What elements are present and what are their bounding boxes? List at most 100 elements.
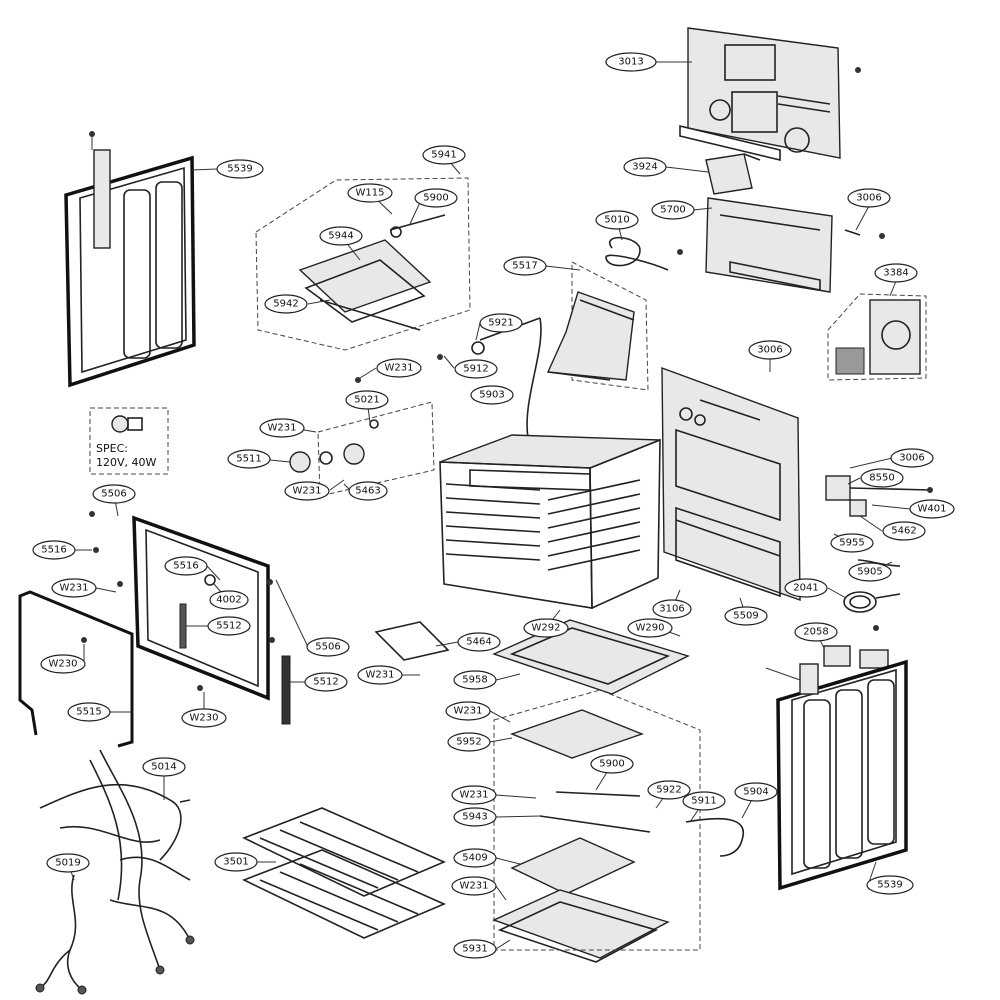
- callout-5921: 5921: [479, 313, 523, 333]
- callout-label: 5014: [151, 762, 176, 773]
- callout-label: W292: [532, 623, 561, 634]
- callout-label: 3924: [632, 162, 657, 173]
- callout-W231: W231: [376, 358, 422, 378]
- callout-label: W230: [49, 659, 78, 670]
- callout-W230: W230: [181, 708, 227, 728]
- callout-label: W290: [636, 623, 665, 634]
- callout-3013: 3013: [605, 52, 657, 72]
- callout-label: 3006: [899, 453, 924, 464]
- duct-part: [546, 261, 649, 391]
- sensor-cord-part: [605, 236, 683, 271]
- broil-element-assembly: [255, 177, 541, 383]
- callout-label: 5958: [462, 675, 487, 686]
- callout-label: W231: [460, 790, 489, 801]
- callout-label: 5506: [101, 489, 126, 500]
- callout-label: 3384: [883, 268, 908, 279]
- callout-label: 5512: [216, 621, 241, 632]
- callout-W231: W231: [357, 665, 403, 685]
- callout-W231: W231: [259, 418, 305, 438]
- callout-2041: 2041: [784, 578, 828, 598]
- callout-W231: W231: [451, 876, 497, 896]
- callout-5944: 5944: [319, 226, 363, 246]
- callout-label: 5905: [857, 567, 882, 578]
- callout-5943: 5943: [453, 807, 497, 827]
- callout-label: 5512: [313, 677, 338, 688]
- side-panel-right-part: [765, 659, 908, 891]
- callout-W231: W231: [51, 578, 97, 598]
- callout-W401: W401: [909, 499, 955, 519]
- oven-racks: [241, 807, 447, 939]
- callout-label: 5904: [743, 787, 768, 798]
- callout-5515: 5515: [67, 702, 111, 722]
- callout-5911: 5911: [682, 791, 726, 811]
- callout-label: 5700: [660, 205, 685, 216]
- callout-W230: W230: [40, 654, 86, 674]
- callout-8550: 8550: [860, 468, 904, 488]
- control-panel-part: [705, 197, 885, 293]
- callout-5511: 5511: [227, 449, 271, 469]
- front-frame-part: [81, 511, 291, 725]
- callout-5952: 5952: [447, 732, 491, 752]
- oven-cavity-part: [439, 434, 661, 610]
- callout-5912: 5912: [454, 359, 498, 379]
- callout-label: 5539: [227, 164, 252, 175]
- side-panel-left-part: [64, 131, 196, 388]
- electrical-components: [825, 475, 933, 613]
- callout-label: 5900: [599, 759, 624, 770]
- callout-label: W231: [268, 423, 297, 434]
- callout-label: W230: [190, 713, 219, 724]
- callout-label: 5019: [55, 858, 80, 869]
- callout-5958: 5958: [453, 670, 497, 690]
- callout-label: 5021: [354, 395, 379, 406]
- callout-label: 5462: [891, 526, 916, 537]
- callout-5900: 5900: [414, 188, 458, 208]
- callout-label: 5900: [423, 193, 448, 204]
- callout-label: 5903: [479, 390, 504, 401]
- callout-5900: 5900: [590, 754, 634, 774]
- bottom-assembly: [374, 619, 745, 963]
- callout-5905: 5905: [848, 562, 892, 582]
- callout-W231: W231: [451, 785, 497, 805]
- callout-5462: 5462: [882, 521, 926, 541]
- callout-label: W115: [356, 188, 385, 199]
- callout-5942: 5942: [264, 294, 308, 314]
- callout-label: 5010: [604, 215, 629, 226]
- spec-box: SPEC: 120V, 40W: [89, 407, 169, 475]
- callout-label: 8550: [869, 473, 894, 484]
- callout-label: W231: [60, 583, 89, 594]
- callout-label: 5516: [41, 545, 66, 556]
- callout-label: 5463: [355, 486, 380, 497]
- callout-5505: 5506: [306, 637, 350, 657]
- callout-label: 2058: [803, 627, 828, 638]
- callout-label: 5931: [462, 944, 487, 955]
- callout-label: W231: [385, 363, 414, 374]
- callout-label: 3006: [757, 345, 782, 356]
- callout-label: 5464: [466, 637, 491, 648]
- bracket-2058: [823, 625, 889, 669]
- back-frame-part: [661, 366, 801, 601]
- spec-value: 120V, 40W: [96, 456, 157, 469]
- tube-part: [526, 317, 542, 439]
- callout-5539: 5539: [216, 159, 264, 179]
- callout-W290: W290: [627, 618, 673, 638]
- callout-label: 5912: [463, 364, 488, 375]
- callout-3006: 3006: [847, 188, 891, 208]
- callout-5539: 5539: [866, 875, 914, 895]
- callout-label: 3006: [856, 193, 881, 204]
- callout-label: 5942: [273, 299, 298, 310]
- callout-label: W231: [460, 881, 489, 892]
- callout-label: 5921: [488, 318, 513, 329]
- callout-5931: 5931: [453, 939, 497, 959]
- callout-3501: 3501: [214, 852, 258, 872]
- callout-5506: 5506: [92, 484, 136, 504]
- callout-5019: 5019: [46, 853, 90, 873]
- callout-5941: 5941: [422, 145, 466, 165]
- callout-5903: 5903: [470, 385, 514, 405]
- callout-W292: W292: [523, 618, 569, 638]
- callout-label: 5944: [328, 231, 353, 242]
- bracket-part: [705, 153, 761, 195]
- callout-3924: 3924: [623, 157, 667, 177]
- callout-label: W231: [366, 670, 395, 681]
- callout-label: 5516: [173, 561, 198, 572]
- callout-label: 5509: [733, 611, 758, 622]
